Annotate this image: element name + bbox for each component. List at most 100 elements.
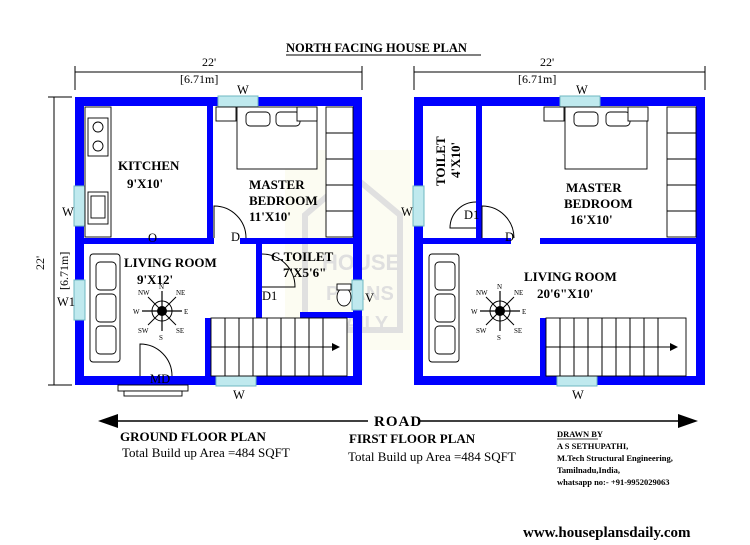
ground-living-name: LIVING ROOM xyxy=(124,255,217,270)
bed-pillow xyxy=(245,111,271,127)
first-label-w-bottom: W xyxy=(572,388,584,402)
ground-window-left-w1 xyxy=(73,279,86,321)
ground-window-bottom xyxy=(215,374,257,387)
toilet-cistern xyxy=(336,283,352,291)
compass-n: N xyxy=(497,283,502,291)
ground-label-md: MD xyxy=(150,372,170,386)
first-bedroom-name-2: BEDROOM xyxy=(564,196,633,211)
ground-wall-kitchen-bedroom xyxy=(207,106,213,240)
stove-burner xyxy=(92,121,104,133)
ground-label-o: O xyxy=(148,231,157,245)
compass-s: S xyxy=(497,334,501,342)
compass-ne: NE xyxy=(514,289,523,297)
ground-wall-kitchen-living xyxy=(84,238,214,244)
compass-se: SE xyxy=(176,327,184,335)
compass-w: W xyxy=(471,308,478,316)
ground-living-size: 9'X12' xyxy=(137,272,173,287)
ground-compass: N NE E SE S SW W NW xyxy=(133,283,188,342)
bedside-table xyxy=(543,106,565,122)
first-wall-bedroom-living xyxy=(540,238,696,244)
compass-ne: NE xyxy=(176,289,185,297)
bedside-table xyxy=(627,106,649,122)
ground-wall-toilet-bottom xyxy=(300,312,353,318)
compass-s: S xyxy=(159,334,163,342)
ground-label-w-top: W xyxy=(237,83,249,97)
first-width-meters: [6.71m] xyxy=(518,72,556,86)
first-toilet-name: TOILET xyxy=(433,136,448,186)
first-label-d: D xyxy=(505,230,514,244)
first-label-w-top: W xyxy=(576,83,588,97)
bed-pillow xyxy=(275,111,301,127)
compass-se: SE xyxy=(514,327,522,335)
ground-width-feet: 22' xyxy=(202,55,216,69)
ground-label-w-left: W xyxy=(62,205,74,219)
ground-window-left xyxy=(73,185,86,227)
first-living-name: LIVING ROOM xyxy=(524,269,617,284)
road-arrow-left xyxy=(98,414,118,428)
ground-label-w1: W1 xyxy=(57,295,75,309)
c-toilet-size: 7'X5'6" xyxy=(283,265,326,280)
entry-step xyxy=(123,390,183,397)
ground-width-meters: [6.71m] xyxy=(180,72,218,86)
compass-w: W xyxy=(133,308,140,316)
first-floor-plan-title: FIRST FLOOR PLAN xyxy=(349,431,476,446)
credit-phone: whatsapp no:- +91-9952029063 xyxy=(557,477,670,487)
first-wardrobe xyxy=(666,106,697,238)
first-wall-stair xyxy=(540,318,546,376)
first-label-w-left: W xyxy=(401,205,413,219)
plan-title: NORTH FACING HOUSE PLAN xyxy=(286,41,467,55)
compass-e: E xyxy=(522,308,526,316)
ground-wall-right xyxy=(353,97,362,385)
kitchen-sink-basin xyxy=(90,195,106,219)
compass-sw: SW xyxy=(138,327,149,335)
first-compass: N NE E SE S SW W NW xyxy=(471,283,526,342)
main-door xyxy=(139,343,173,377)
credit-degree: M.Tech Structural Engineering, xyxy=(557,453,673,463)
first-toilet-door xyxy=(449,201,477,229)
ground-window-top xyxy=(217,95,259,108)
compass-e: E xyxy=(184,308,188,316)
credit-name: A S SETHUPATHI, xyxy=(557,441,628,451)
ground-bedroom-name-2: BEDROOM xyxy=(249,193,318,208)
credit-drawn-by: DRAWN BY xyxy=(557,429,603,439)
ground-bedroom-size: 11'X10' xyxy=(249,209,291,224)
bedside-table xyxy=(296,106,318,122)
ground-wall-bedroom-toilet xyxy=(240,238,353,244)
ground-height-feet: 22' xyxy=(33,256,47,270)
first-floor-area: Total Build up Area =484 SQFT xyxy=(348,449,516,464)
stove-burner xyxy=(92,140,104,152)
first-label-d1: D1 xyxy=(464,208,479,222)
first-window-top xyxy=(559,95,601,108)
kitchen-size: 9'X10' xyxy=(127,176,163,191)
first-wall-left xyxy=(414,97,423,385)
ground-staircase xyxy=(210,317,348,377)
first-window-bottom xyxy=(556,374,598,387)
ground-height-meters: [6.71m] xyxy=(57,252,71,290)
ground-wardrobe xyxy=(325,106,354,238)
road-arrow-right xyxy=(678,414,698,428)
compass-n: N xyxy=(159,283,164,291)
bedside-table xyxy=(215,106,237,122)
first-staircase xyxy=(545,317,687,377)
ground-wall-stair xyxy=(205,318,211,376)
toilet-door xyxy=(261,253,296,288)
ground-label-d: D xyxy=(231,230,240,244)
compass-sw: SW xyxy=(476,327,487,335)
c-toilet-name: C.TOILET xyxy=(271,249,334,264)
bedroom-door xyxy=(213,205,247,239)
first-wall-toilet-bedroom xyxy=(476,106,482,240)
credit-place: Tamilnadu,India, xyxy=(557,465,620,475)
first-bedroom-size: 16'X10' xyxy=(570,212,613,227)
toilet-wc xyxy=(336,287,352,307)
ground-floor-plan-title: GROUND FLOOR PLAN xyxy=(120,429,267,444)
kitchen-name: KITCHEN xyxy=(118,158,180,173)
road-label: ROAD xyxy=(374,414,422,430)
website-url: www.houseplansdaily.com xyxy=(523,525,691,541)
ground-bedroom-name-1: MASTER xyxy=(249,177,305,192)
ground-floor-area: Total Build up Area =484 SQFT xyxy=(122,445,290,460)
ground-label-w-bottom: W xyxy=(233,388,245,402)
road-indicator: ROAD xyxy=(98,414,698,430)
first-floor-plan: 22' [6.71m] xyxy=(401,55,706,402)
ground-wall-left xyxy=(75,97,84,385)
